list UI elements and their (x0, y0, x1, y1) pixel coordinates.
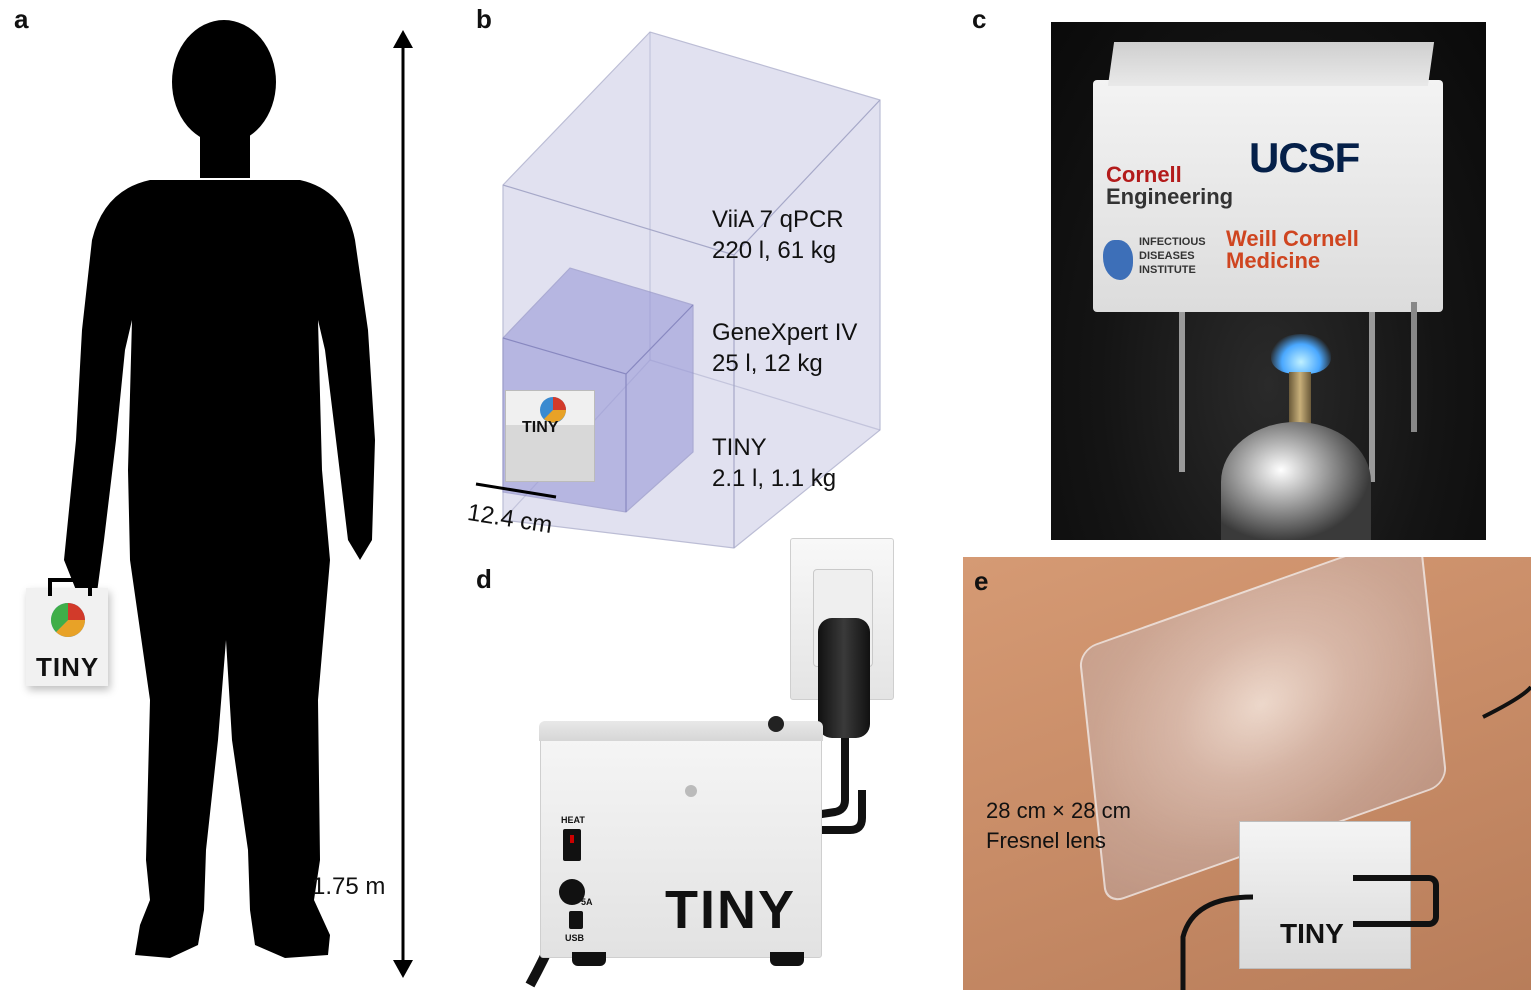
tiny-device-render: TINY (505, 390, 595, 482)
device-body (1093, 80, 1443, 312)
usb-port (569, 911, 583, 929)
heat-switch (563, 829, 581, 861)
tiny-logo-text: TINY (1280, 918, 1344, 949)
tiny-device-front: HEAT 5A USB TINY (539, 721, 823, 958)
ucsf-logo: UCSF (1249, 134, 1360, 181)
panel-label-e: e (974, 566, 989, 596)
tiny-logo-text: TINY (36, 652, 100, 682)
flame (1271, 334, 1331, 374)
heat-switch-label: HEAT (561, 815, 585, 825)
tiny-specs: 2.1 l, 1.1 kg (712, 465, 837, 492)
lens-label-line1: 28 cm × 28 cm (986, 798, 1131, 823)
height-arrow (393, 30, 413, 978)
stand-leg-left (1179, 312, 1185, 472)
genexpert-specs: 25 l, 12 kg (712, 350, 823, 377)
switch-indicator (570, 835, 574, 843)
height-label: 1.75 m (312, 873, 386, 900)
device-lid (539, 721, 823, 741)
burner-base (1221, 422, 1371, 540)
genexpert-name: GeneXpert IV (712, 319, 858, 346)
panel-label-a: a (14, 4, 29, 34)
photo-flame-heating: Cornell Engineering UCSF INFECTIOUS DISE… (1051, 22, 1486, 540)
africa-map-icon (1103, 240, 1133, 280)
device-foot-left (572, 952, 606, 966)
tiny-logo-text: TINY (522, 419, 559, 436)
panel-label-d: d (476, 564, 492, 594)
tiny-device-carried: TINY (26, 588, 108, 686)
weill-logo-line2: Medicine (1226, 248, 1321, 273)
idi-logo-line2: DISEASES (1139, 250, 1195, 262)
front-screw (685, 785, 697, 797)
power-jack (559, 879, 585, 905)
stand-leg-right (1369, 312, 1375, 482)
idi-logo-line3: INSTITUTE (1139, 264, 1196, 276)
cornell-logo-line1: Cornell (1106, 162, 1182, 187)
stand-leg-back (1411, 302, 1417, 432)
carry-handle (1353, 875, 1439, 927)
qpcr-specs: 220 l, 61 kg (712, 237, 837, 264)
burner-neck (1289, 372, 1311, 427)
cornell-logo-line2: Engineering (1106, 184, 1234, 209)
tiny-device-solar: TINY (1239, 821, 1411, 969)
tiny-logo-icon (51, 603, 85, 637)
device-knob (768, 716, 784, 732)
qpcr-name: ViiA 7 qPCR (712, 206, 844, 233)
port-label-usb: USB (565, 933, 585, 943)
device-foot-right (770, 952, 804, 966)
tiny-logo-text: TINY (665, 880, 797, 940)
dimension-line (475, 482, 557, 499)
power-cable-e (1180, 685, 1531, 990)
photo-solar-heating: TINY (963, 557, 1531, 990)
lens-label-line2: Fresnel lens (986, 828, 1106, 853)
weill-logo-line1: Weill Cornell (1226, 226, 1359, 251)
tiny-name: TINY (712, 434, 767, 461)
port-label-5a: 5A (581, 897, 593, 907)
device-handle (48, 578, 92, 596)
tiny-logo-icon (540, 397, 566, 423)
power-adapter (818, 618, 870, 738)
panel-label-c: c (972, 4, 987, 34)
panel-label-b: b (476, 4, 492, 34)
idi-logo-line1: INFECTIOUS (1139, 236, 1206, 248)
